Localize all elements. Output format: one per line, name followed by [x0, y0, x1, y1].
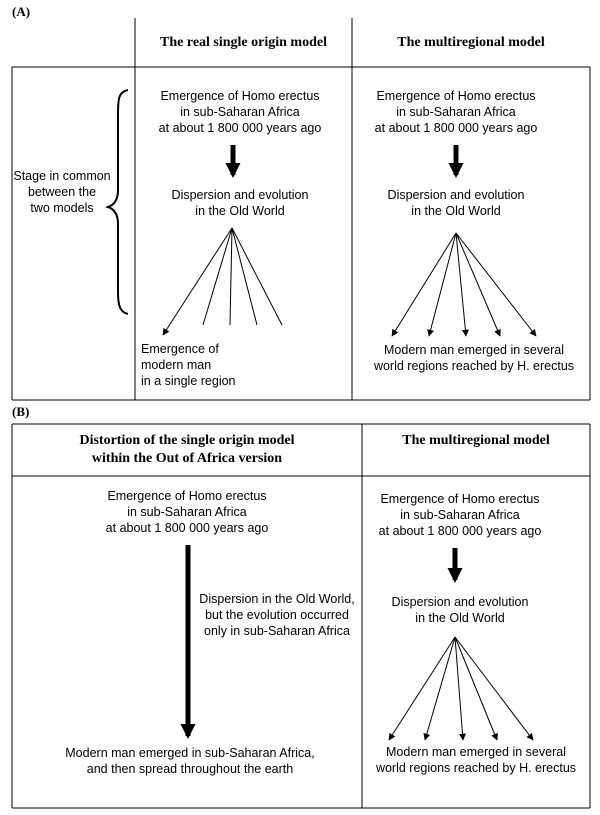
panel-a-label: (A) — [12, 4, 31, 19]
a-left-outcome: Emergence of modern man in a single regi… — [141, 342, 236, 388]
b-left-dispersion: Dispersion in the Old World, but the evo… — [199, 592, 355, 638]
panel-a-col1-header: The real single origin model — [160, 35, 327, 50]
panel-a-col2-header: The multiregional model — [397, 35, 545, 50]
b-right-emergence: Emergence of Homo erectus in sub-Saharan… — [378, 492, 542, 538]
a-right-emergence: Emergence of Homo erectus in sub-Saharan… — [374, 89, 538, 135]
b-left-emergence: Emergence of Homo erectus in sub-Saharan… — [105, 489, 269, 535]
b-left-outcome: Modern man emerged in sub-Saharan Africa… — [65, 746, 315, 776]
panel-b-label: (B) — [12, 404, 30, 419]
panel-b-col2-header: The multiregional model — [402, 433, 550, 448]
a-left-dispersion: Dispersion and evolution in the Old Worl… — [171, 188, 309, 218]
a-right-outcome: Modern man emerged in several world regi… — [373, 343, 575, 373]
a-left-emergence: Emergence of Homo erectus in sub-Saharan… — [158, 89, 322, 135]
common-stage-label: Stage in common between the two models — [13, 169, 111, 215]
b-right-outcome: Modern man emerged in several world regi… — [375, 745, 577, 775]
fan-a-right — [391, 232, 537, 337]
fan-b-right — [388, 636, 534, 741]
fan-a-left — [162, 227, 283, 336]
panel-b-col1-header: Distortion of the single origin model wi… — [79, 433, 295, 466]
a-right-dispersion: Dispersion and evolution in the Old Worl… — [387, 188, 525, 218]
b-right-dispersion: Dispersion and evolution in the Old Worl… — [391, 595, 529, 625]
